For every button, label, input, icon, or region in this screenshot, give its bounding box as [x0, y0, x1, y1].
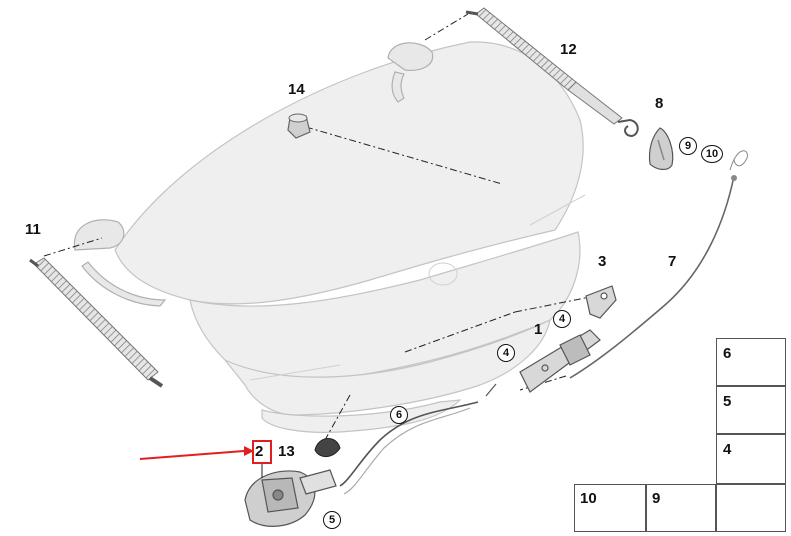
legend-label-5: 5: [723, 393, 732, 410]
callout-11: 11: [25, 221, 41, 238]
legend-cell-6: [716, 338, 786, 386]
grommet: [314, 438, 341, 457]
callout-14: 14: [288, 81, 305, 98]
lock-actuator: [244, 469, 337, 527]
callout-7: 7: [668, 253, 677, 270]
legend-label-4: 4: [723, 441, 732, 458]
trunk-lid: [114, 41, 584, 433]
callout-2-highlight: [252, 440, 272, 464]
circled-4-lower: 4: [497, 344, 515, 362]
bowden-cable: [569, 175, 735, 379]
legend-label-10: 10: [580, 490, 597, 507]
callout-13: 13: [278, 443, 295, 460]
callout-1: 1: [534, 321, 543, 338]
lock-bracket: [519, 329, 601, 393]
lock-striker: [585, 285, 617, 319]
legend-cell-shim: [716, 484, 786, 532]
circled-10: 10: [701, 145, 723, 163]
circled-6: 6: [390, 406, 408, 424]
callout-2: 2: [255, 443, 264, 460]
callout-12: 12: [560, 41, 577, 58]
legend-cell-9: [646, 484, 716, 532]
buffer-stopper: [287, 113, 311, 139]
gas-strut-right: [465, 7, 639, 138]
circled-4-upper: 4: [553, 310, 571, 328]
legend-label-6: 6: [723, 345, 732, 362]
callout-3: 3: [598, 253, 607, 270]
right-hinge: [387, 42, 434, 103]
gas-strut-left: [29, 257, 164, 388]
cable-6: [339, 401, 479, 487]
legend-cell-10: [574, 484, 646, 532]
circled-5: 5: [323, 511, 341, 529]
legend-label-9: 9: [652, 490, 661, 507]
left-hinge: [73, 219, 167, 307]
callout-8: 8: [655, 95, 664, 112]
circled-9: 9: [679, 137, 697, 155]
legend-cell-4: [716, 434, 786, 484]
legend-cell-5: [716, 386, 786, 434]
